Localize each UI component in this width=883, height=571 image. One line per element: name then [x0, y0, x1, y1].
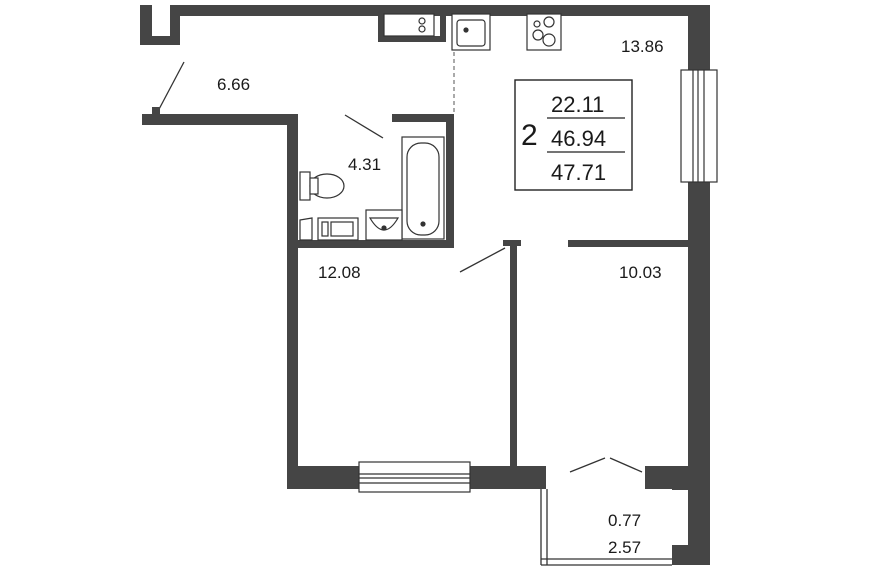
room-area-bathroom: 4.31	[348, 155, 381, 174]
sink-icon	[451, 13, 491, 51]
room-area-balcony-full: 2.57	[608, 538, 641, 557]
balcony	[540, 457, 672, 566]
room-area-kitchen-living: 13.86	[621, 37, 664, 56]
room-area-balcony-reduced: 0.77	[608, 511, 641, 530]
room-area-bedroom-right: 10.03	[619, 263, 662, 282]
living-area-value: 22.11	[551, 92, 604, 117]
window-bottom	[358, 461, 471, 493]
rooms-count: 2	[521, 119, 538, 152]
window-right	[680, 69, 718, 183]
washbasin-icon	[365, 209, 403, 241]
door-swings	[152, 61, 506, 273]
stove-icon	[526, 13, 562, 51]
boiler-icon	[299, 217, 313, 241]
bathtub-icon	[401, 136, 445, 240]
fridge-icon	[383, 13, 435, 37]
room-area-bedroom-left: 12.08	[318, 263, 361, 282]
total-area-with-balcony-value: 47.71	[551, 160, 606, 185]
room-area-hallway: 6.66	[217, 75, 250, 94]
toilet-icon	[299, 171, 345, 201]
walls	[140, 5, 710, 565]
washing-machine-icon	[317, 217, 359, 241]
total-area-value: 46.94	[551, 126, 606, 151]
summary-box: 2 22.11 46.94 47.71	[514, 79, 633, 191]
